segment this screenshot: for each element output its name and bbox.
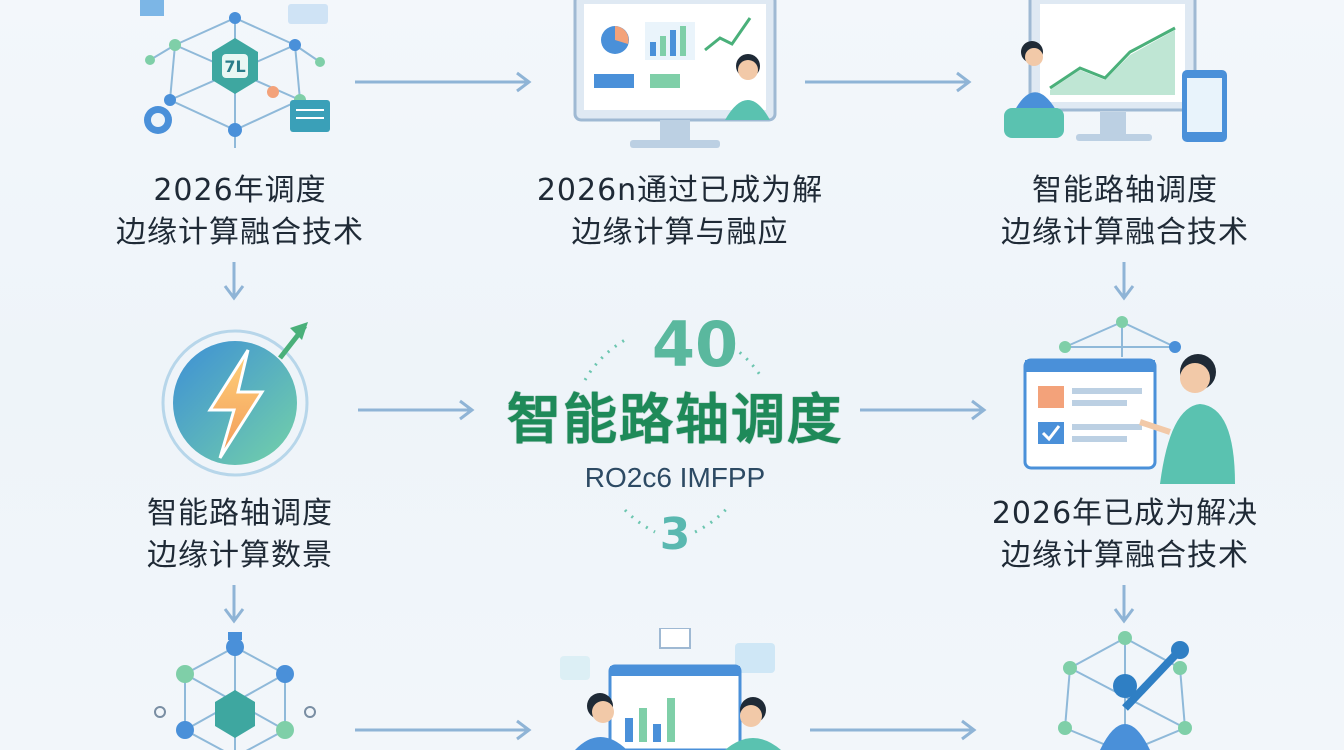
center-orbit-icon [583,338,762,534]
arrow-right [860,399,987,421]
arrow-down [1113,262,1135,301]
lightning-energy-icon [161,322,309,477]
arrow-right [810,719,977,741]
node-label-line: 智能路轴调度 [147,496,333,531]
node-label-top-right: 智能路轴调度 边缘计算融合技术 [975,170,1275,254]
arrow-down [223,262,245,301]
node-label-line: 边缘计算与融应 [571,215,789,250]
node-label-top-mid: 2026n通过已成为解 边缘计算与融应 [520,170,840,254]
center-title: 智能路轴调度 [507,388,843,451]
svg-text:7L: 7L [224,57,245,76]
arrow-down [1113,585,1135,624]
arrow-right [355,71,532,93]
arrow-right [358,399,475,421]
arrow-down [223,585,245,624]
node-label-line: 智能路轴调度 [1032,173,1218,208]
network-person-icon [1058,631,1192,750]
report-presenter-icon [1023,316,1235,484]
node-label-line: 2026年已成为解决 [991,496,1259,531]
node-label-line: 边缘计算数景 [147,538,333,573]
arrow-right [805,71,972,93]
node-label-top-left: 2026年调度 边缘计算融合技术 [95,170,385,254]
dashboard-presenter-icon [573,0,777,148]
center-subtitle: RO2c6 IMFPP [584,462,766,493]
team-dashboard-icon [560,628,781,750]
center-number-bottom: 3 [659,509,691,560]
node-label-line: 边缘计算融合技术 [1001,538,1249,573]
node-label-line: 边缘计算融合技术 [116,215,364,250]
monitor-growth-icon [1004,0,1227,142]
center-number-top: 40 [651,308,739,381]
node-label-mid-right: 2026年已成为解决 边缘计算融合技术 [970,493,1280,577]
node-label-line: 2026年调度 [153,173,327,208]
arrow-right [355,719,532,741]
network-hub-icon: 7L [140,0,330,148]
node-label-line: 边缘计算融合技术 [1001,215,1249,250]
node-label-mid-left: 智能路轴调度 边缘计算数景 [110,493,370,577]
cube-network-icon [154,632,316,750]
node-label-line: 2026n通过已成为解 [536,173,824,208]
